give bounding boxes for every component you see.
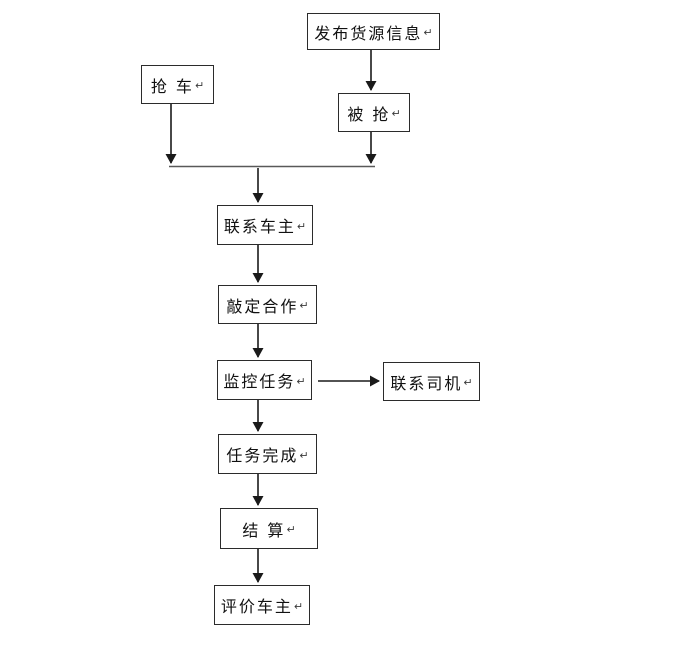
node-label: 敲定合作 (226, 296, 299, 316)
flow-node-finalize-cooperation: 敲定合作↵ (218, 285, 317, 324)
node-label: 监控任务 (223, 372, 296, 391)
node-label: 联系车主 (223, 217, 296, 236)
paragraph-mark-icon: ↵ (423, 26, 433, 39)
flow-node-evaluate-owner: 评价车主↵ (214, 585, 310, 625)
paragraph-mark-icon: ↵ (293, 599, 304, 613)
paragraph-mark-icon: ↵ (299, 448, 309, 462)
node-label: 抢 车 (150, 76, 194, 96)
node-label: 联系司机 (390, 373, 463, 393)
flow-node-monitor-task: 监控任务↵ (217, 360, 312, 400)
flow-node-contact-owner: 联系车主↵ (217, 205, 313, 245)
node-label: 结 算 (242, 520, 286, 540)
paragraph-mark-icon: ↵ (299, 299, 309, 312)
paragraph-mark-icon: ↵ (296, 374, 306, 388)
flow-node-be-grabbed: 被 抢↵ (338, 93, 410, 132)
paragraph-mark-icon: ↵ (194, 79, 205, 92)
paragraph-mark-icon: ↵ (286, 523, 296, 536)
node-label: 发布货源信息 (314, 23, 423, 43)
node-label: 被 抢 (347, 104, 391, 124)
flow-node-task-complete: 任务完成↵ (218, 434, 317, 474)
node-label: 评价车主 (220, 597, 293, 616)
flow-node-publish-info: 发布货源信息↵ (307, 13, 440, 50)
flow-node-settlement: 结 算↵ (220, 508, 318, 549)
paragraph-mark-icon: ↵ (296, 219, 307, 233)
flow-node-grab-car: 抢 车↵ (141, 65, 214, 104)
node-label: 任务完成 (226, 446, 299, 465)
paragraph-mark-icon: ↵ (391, 107, 401, 120)
paragraph-mark-icon: ↵ (463, 376, 473, 389)
flow-node-contact-driver: 联系司机↵ (383, 362, 480, 401)
